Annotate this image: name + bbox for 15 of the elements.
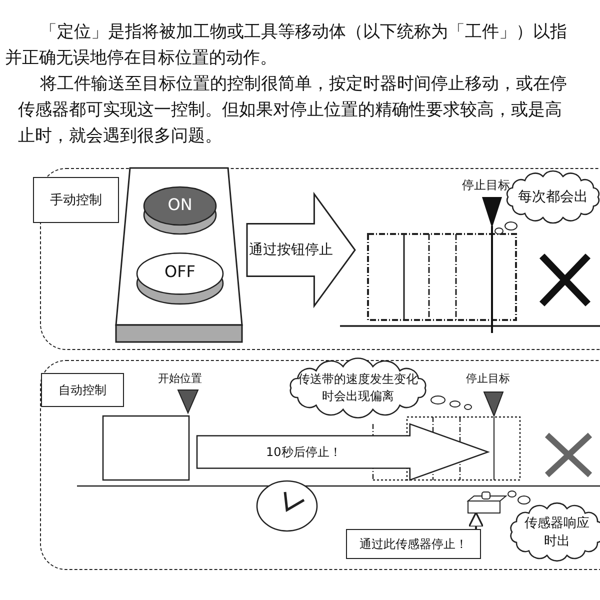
paragraph-line: 并正确无误地停在目标位置的动作。 <box>5 48 277 68</box>
arrow-banner: 通过按钮停止 <box>246 193 356 307</box>
marker-label: 开始位置 <box>158 372 202 386</box>
marker-label: 停止目标 <box>466 372 510 386</box>
arrow-banner: 10秒后停止！ <box>196 423 489 481</box>
paragraph-line: 止时，就会遇到很多问题。 <box>18 126 222 146</box>
note-box: 通过此传感器停止！ <box>346 529 481 559</box>
paragraph-line: 将工件输送至目标位置的控制很简单，按定时器时间停止移动，或在停 <box>40 74 567 94</box>
paragraph-line: 传感器都可实现这一控制。但如果对停止位置的精确性要求较高，或是高 <box>18 100 562 120</box>
arrow <box>468 512 484 529</box>
mode-label-box: 手动控制 <box>33 177 119 223</box>
paragraph-line: 「定位」是指将被加工物或工具等移动体（以下统称为「工件」）以指 <box>40 22 567 42</box>
sensor-icon <box>467 492 507 514</box>
mode-label-box: 自动控制 <box>41 373 124 407</box>
thought-cloud: 传感器响应时出 <box>507 503 600 561</box>
